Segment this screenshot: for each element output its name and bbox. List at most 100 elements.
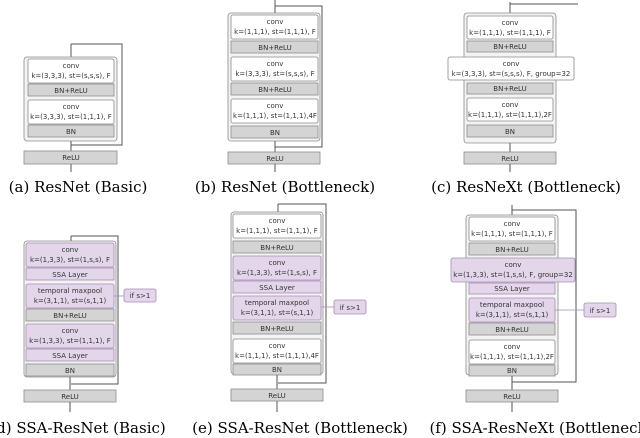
conv-params: k=(1,3,3), st=(1,s,s), F: [30, 256, 110, 264]
conv-block: [468, 339, 556, 365]
conv-params: k=(1,1,1), st=(1,1,1), F: [234, 28, 316, 36]
conv-params: k=(3,3,3), st=(1,1,1), F: [30, 113, 112, 121]
bn-relu-block: [466, 40, 554, 53]
bn-block: [27, 124, 115, 138]
conv-params: k=(1,1,1), st=(1,1,1),2F: [468, 111, 552, 119]
conv-label: conv: [62, 246, 79, 254]
bn-relu-label: BN+ReLU: [260, 325, 293, 333]
conv-label: conv: [63, 103, 80, 111]
caption-f: (f) SSA-ResNeXt (Bottleneck): [429, 419, 640, 437]
conv-label: conv: [504, 220, 521, 228]
bn-block: [25, 363, 115, 377]
pool-params: k=(3,1,1), st=(s,1,1): [476, 311, 549, 319]
conv-params: k=(1,1,1), st=(1,1,1), F: [469, 29, 551, 37]
caption-d: (d) SSA-ResNet (Basic): [0, 419, 166, 437]
bn-relu-block: [230, 40, 319, 54]
if-s-condition: [583, 302, 617, 318]
conv-label: conv: [63, 62, 80, 70]
relu-label: ReLU: [268, 392, 286, 400]
if-s-condition: [123, 288, 157, 303]
conv-params: k=(1,3,3), st=(1,s,s), F, group=32: [453, 271, 573, 279]
relu-label: ReLU: [61, 393, 79, 401]
ssa-layer-block: [232, 280, 322, 294]
conv-block: [232, 255, 322, 281]
conv-label: conv: [505, 261, 522, 269]
ssa-layer-label: SSA Layer: [52, 271, 88, 279]
bn-relu-block: [232, 240, 322, 254]
conv-label: conv: [503, 60, 520, 68]
conv-params: k=(1,1,1), st=(1,1,1), F: [236, 227, 318, 235]
conv-block: [468, 216, 556, 242]
bn-label: BN: [65, 367, 75, 375]
bn-relu-label: BN+ReLU: [258, 44, 291, 52]
conv-label: conv: [269, 342, 286, 350]
relu-label: ReLU: [501, 155, 519, 163]
caption-e: (e) SSA-ResNet (Bottleneck): [192, 419, 408, 437]
bn-relu-label: BN+ReLU: [495, 326, 528, 334]
conv-params: k=(1,1,1), st=(1,1,1),4F: [233, 112, 317, 120]
bn-label: BN: [66, 128, 76, 136]
temporal-maxpool-label: temporal maxpool: [245, 299, 309, 307]
bn-relu-block: [25, 308, 115, 322]
conv-block: [232, 213, 322, 239]
bn-label: BN: [272, 366, 282, 374]
conv-label: conv: [502, 19, 519, 27]
bn-label: BN: [270, 129, 280, 137]
if-s-label: if s>1: [340, 304, 361, 312]
conv-block: [230, 98, 319, 124]
conv-params: k=(1,1,1), st=(1,1,1),4F: [235, 352, 319, 360]
relu-label: ReLU: [503, 393, 521, 401]
conv-params: k=(1,1,1), st=(1,1,1), F: [471, 230, 553, 238]
bn-relu-label: BN+ReLU: [493, 85, 526, 93]
bn-block: [230, 125, 319, 139]
if-s-condition: [333, 299, 367, 315]
ssa-layer-block: [25, 267, 115, 281]
conv-block: [466, 97, 554, 122]
conv-params: k=(1,3,3), st=(1,1,1), F: [29, 337, 111, 345]
bn-relu-label: BN+ReLU: [495, 246, 528, 254]
conv-block: [230, 56, 319, 82]
ssa-layer-block: [468, 282, 556, 295]
conv-block-grouped: [447, 56, 575, 81]
bn-relu-label: BN+ReLU: [260, 244, 293, 252]
caption-c: (c) ResNeXt (Bottleneck): [431, 178, 621, 196]
bn-relu-label: BN+ReLU: [53, 312, 86, 320]
conv-params: k=(3,3,3), st=(s,s,s), F, group=32: [452, 70, 571, 78]
temporal-maxpool-label: temporal maxpool: [480, 301, 544, 309]
if-s-label: if s>1: [590, 307, 611, 315]
panel-resnet-basic: conv k=(3,3,3), st=(s,s,s), F BN+ReLU co…: [9, 43, 148, 196]
bn-relu-block: [27, 83, 115, 97]
conv-label: conv: [267, 60, 284, 68]
conv-block: [27, 58, 115, 84]
panel-resnext-bottleneck: conv k=(1,1,1), st=(1,1,1), F BN+ReLU co…: [431, 2, 621, 196]
conv-params: k=(3,3,3), st=(s,s,s), F: [235, 70, 314, 78]
if-s-label: if s>1: [130, 292, 151, 300]
conv-label: conv: [62, 327, 79, 335]
bn-label: BN: [507, 367, 517, 375]
conv-label: conv: [267, 18, 284, 26]
ssa-layer-label: SSA Layer: [259, 284, 295, 292]
bn-relu-label: BN+ReLU: [54, 87, 87, 95]
pool-params: k=(3,1,1), st=(s,1,1): [34, 297, 107, 305]
panel-ssa-resnet-basic: conv k=(1,3,3), st=(1,s,s), F SSA Layer …: [0, 235, 166, 437]
conv-block: [25, 242, 115, 268]
bn-relu-label: BN+ReLU: [258, 86, 291, 94]
conv-params: k=(1,1,1), st=(1,1,1),2F: [470, 353, 554, 361]
bn-relu-block: [232, 321, 322, 335]
panel-resnet-bottleneck: conv k=(1,1,1), st=(1,1,1), F BN+ReLU co…: [195, 0, 375, 196]
conv-block: [230, 14, 319, 40]
temporal-maxpool-label: temporal maxpool: [38, 287, 102, 295]
panel-ssa-resnext-bottleneck: conv k=(1,1,1), st=(1,1,1), F BN+ReLU co…: [429, 205, 640, 437]
conv-block: [232, 338, 322, 364]
ssa-layer-label: SSA Layer: [494, 285, 530, 293]
conv-block: [466, 15, 554, 40]
bn-relu-block: [230, 82, 319, 96]
conv-label: conv: [269, 217, 286, 225]
temporal-maxpool-block: [232, 295, 322, 321]
bn-label: BN: [505, 128, 515, 136]
bn-relu-label: BN+ReLU: [493, 43, 526, 51]
conv-params: k=(3,3,3), st=(s,s,s), F: [31, 72, 110, 80]
relu-label: ReLU: [266, 155, 284, 163]
caption-a: (a) ResNet (Basic): [9, 178, 148, 196]
